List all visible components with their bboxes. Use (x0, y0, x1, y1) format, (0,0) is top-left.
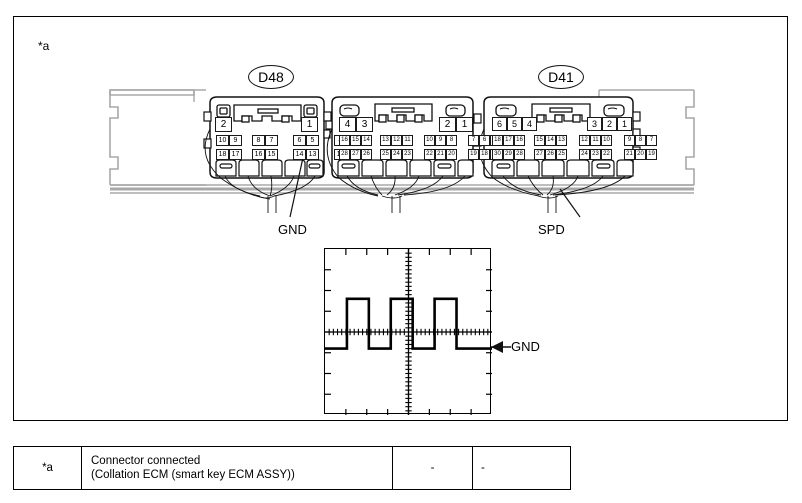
pin-cell: 25 (380, 149, 391, 160)
pin-cell: 19 (468, 149, 479, 160)
pin-cell: 28 (339, 149, 350, 160)
illustration-frame: *a (13, 16, 788, 421)
pin-cell: 22 (601, 149, 612, 160)
oscilloscope-display (324, 248, 492, 415)
pin-cell: 10 (424, 135, 435, 146)
pin-cell: 12 (391, 135, 402, 146)
pin-cell: 18 (492, 135, 503, 146)
pin-cell: 2 (602, 117, 617, 131)
legend-description-cell: Connector connected (Collation ECM (smar… (82, 447, 393, 489)
pin-cell: 23 (402, 149, 413, 160)
d41-top-left-pin-row: 6 5 4 (492, 117, 537, 131)
pin-cell: 14 (545, 135, 556, 146)
pin-cell: 26 (545, 149, 556, 160)
pin-cell: 26 (361, 149, 372, 160)
pin-cell: 19 (646, 149, 657, 160)
pin-cell: 23 (590, 149, 601, 160)
pin-cell: 20 (446, 149, 457, 160)
pin-cell: 17 (503, 135, 514, 146)
pin-cell: 8 (446, 135, 457, 146)
pin-cell: 9 (435, 135, 446, 146)
pin-cell: 21 (435, 149, 446, 160)
center-top-right-pin-row: 2 1 (439, 117, 473, 132)
d41-bottom-pin-row: 30 29 28 27 26 25 24 23 22 21 20 19 (492, 149, 657, 160)
center-mid-pin-row: 16 15 14 13 12 11 10 9 8 7 6 5 (339, 135, 501, 146)
pin-cell: 15 (350, 135, 361, 146)
pin-cell: 11 (402, 135, 413, 146)
pin-cell: 8 (635, 135, 646, 146)
note-reference: *a (38, 39, 50, 53)
pin-cell: 29 (503, 149, 514, 160)
d48-top-pin-row: 2 1 (215, 117, 318, 132)
pin-cell: 1 (301, 117, 318, 132)
pin-cell: 14 (361, 135, 372, 146)
pin-cell: 11 (590, 135, 601, 146)
pin-cell: 15 (534, 135, 545, 146)
pin-cell: 24 (579, 149, 590, 160)
pin-cell: 8 (252, 135, 265, 146)
pin-cell: 13 (380, 135, 391, 146)
legend-ref-cell: *a (14, 447, 82, 489)
pin-cell: 27 (350, 149, 361, 160)
pin-cell: 13 (306, 149, 319, 160)
pin-cell: 21 (624, 149, 635, 160)
legend-desc-line1: Connector connected (91, 455, 201, 467)
d41-mid-pin-row: 18 17 16 15 14 13 12 11 10 9 8 7 (492, 135, 657, 146)
pin-cell: 9 (624, 135, 635, 146)
pin-cell: 4 (339, 117, 356, 132)
pin-cell: 5 (507, 117, 522, 131)
pin-cell: 16 (339, 135, 350, 146)
pin-cell: 2 (439, 117, 456, 132)
scope-gnd-label: GND (511, 339, 540, 354)
pin-cell: 20 (635, 149, 646, 160)
gnd-wire-label: GND (278, 222, 307, 237)
pin-cell: 2 (215, 117, 232, 132)
pin-cell: 27 (534, 149, 545, 160)
legend-table: *a Connector connected (Collation ECM (s… (13, 446, 571, 490)
pin-cell: 7 (265, 135, 278, 146)
spd-wire-label: SPD (538, 222, 565, 237)
legend-value-1-cell: - (393, 447, 473, 489)
pin-cell: 10 (216, 135, 229, 146)
pin-cell: 25 (556, 149, 567, 160)
pin-cell: 7 (468, 135, 479, 146)
pin-cell: 17 (229, 149, 242, 160)
legend-desc-line2: (Collation ECM (smart key ECM ASSY)) (91, 469, 295, 481)
waveform-plot (325, 249, 492, 415)
center-top-left-pin-row: 4 3 (339, 117, 373, 132)
pin-cell: 18 (216, 149, 229, 160)
pin-cell: 4 (522, 117, 537, 131)
pin-cell: 14 (293, 149, 306, 160)
pin-cell: 1 (456, 117, 473, 132)
pin-cell: 5 (306, 135, 319, 146)
pin-cell: 12 (579, 135, 590, 146)
pin-cell: 6 (479, 135, 490, 146)
pin-cell: 15 (265, 149, 278, 160)
pin-cell: 3 (587, 117, 602, 131)
pin-cell: 10 (601, 135, 612, 146)
pin-cell: 16 (514, 135, 525, 146)
pin-cell: 24 (391, 149, 402, 160)
legend-value-2-cell: - (481, 462, 485, 474)
pin-cell: 1 (617, 117, 632, 131)
connector-id-d41: D41 (538, 65, 584, 89)
pin-cell: 22 (424, 149, 435, 160)
connector-id-d48: D48 (248, 65, 294, 89)
pin-cell: 28 (514, 149, 525, 160)
pin-cell: 9 (229, 135, 242, 146)
pin-cell: 18 (479, 149, 490, 160)
pin-cell: 30 (492, 149, 503, 160)
pin-cell: 13 (556, 135, 567, 146)
center-bottom-pin-row: 28 27 26 25 24 23 22 21 20 19 18 17 (339, 149, 501, 160)
pin-cell: 3 (356, 117, 373, 132)
pin-cell: 6 (492, 117, 507, 131)
d41-top-right-pin-row: 3 2 1 (587, 117, 632, 131)
pin-cell: 7 (646, 135, 657, 146)
pin-cell: 16 (252, 149, 265, 160)
pin-cell: 6 (293, 135, 306, 146)
